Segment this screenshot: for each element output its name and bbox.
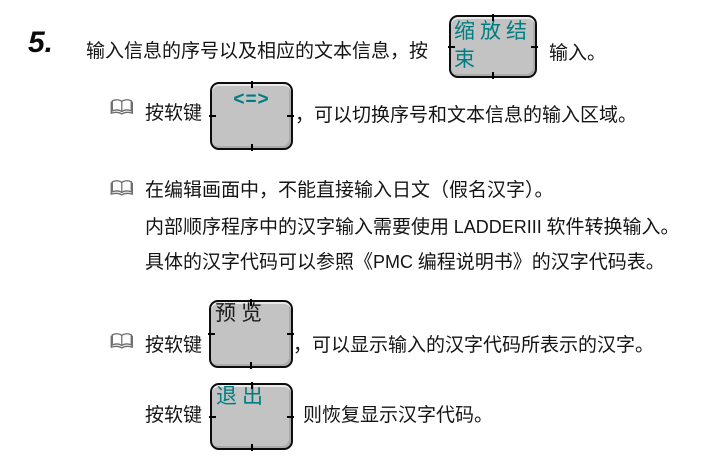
crop-mark [448, 45, 455, 48]
note2-line2-pre: 内部顺序程序中的汉字输入需要使用 [145, 217, 454, 238]
open-book-icon [110, 99, 134, 115]
step-text-before: 输入信息的序号以及相应的文本信息，按 [86, 41, 429, 62]
softkey-zoom-end-label-line2: 束 [454, 48, 480, 71]
softkey-exit: 退出 [209, 382, 294, 451]
crop-mark [492, 72, 494, 79]
crop-mark [492, 14, 494, 21]
note2-line3-post: 编程说明书》的汉字代码表。 [413, 252, 665, 273]
crop-mark [208, 333, 215, 335]
crop-mark [287, 415, 294, 418]
crop-mark [250, 81, 253, 88]
note2-line3: 具体的汉字代码可以参照《PMC 编程说明书》的汉字代码表。 [145, 250, 665, 275]
crop-mark [531, 45, 538, 48]
note4-press-label: 按软键 [145, 405, 203, 426]
note2-line2: 内部顺序程序中的汉字输入需要使用 LADDERIII 软件转换输入。 [145, 215, 680, 240]
softkey-zoom-end: 缩放结 束 [448, 14, 538, 79]
softkey-exit-label: 退出 [216, 385, 268, 408]
crop-mark [250, 362, 252, 369]
crop-mark [250, 299, 252, 306]
note2-line1: 在编辑画面中，不能直接输入日文（假名汉字）。 [145, 180, 554, 201]
softkey-preview-label: 预览 [215, 302, 267, 325]
softkey-zoom-end-label-line1: 缩放结 [454, 20, 532, 43]
note3-press-label: 按软键 [145, 335, 203, 356]
note2-line3-pre: 具体的汉字代码可以参照《 [145, 252, 374, 273]
open-book-icon [110, 333, 134, 349]
crop-mark [250, 144, 253, 151]
crop-mark [250, 382, 253, 389]
step-number: 5. [28, 26, 54, 59]
note1-press-label: 按软键 [145, 103, 203, 124]
note2-line2-post: 软件转换输入。 [541, 217, 680, 238]
crop-mark [209, 415, 216, 418]
crop-mark [209, 115, 216, 117]
note2-line3-latin: PMC [373, 252, 414, 272]
softkey-preview: 预览 [208, 299, 294, 369]
note3-text: ，可以显示输入的汉字代码所表示的汉字。 [293, 335, 655, 356]
step-text-after: 输入。 [549, 43, 607, 64]
softkey-switch: <=> [209, 81, 294, 151]
crop-mark [287, 115, 294, 117]
note2-line2-latin: LADDERIII [453, 217, 542, 237]
crop-mark [250, 444, 253, 451]
softkey-switch-label: <=> [233, 89, 270, 110]
note1-text: ，可以切换序号和文本信息的输入区域。 [295, 105, 638, 126]
note4-text: 则恢复显示汉字代码。 [303, 405, 494, 426]
crop-mark [287, 333, 294, 335]
open-book-icon [110, 180, 134, 196]
